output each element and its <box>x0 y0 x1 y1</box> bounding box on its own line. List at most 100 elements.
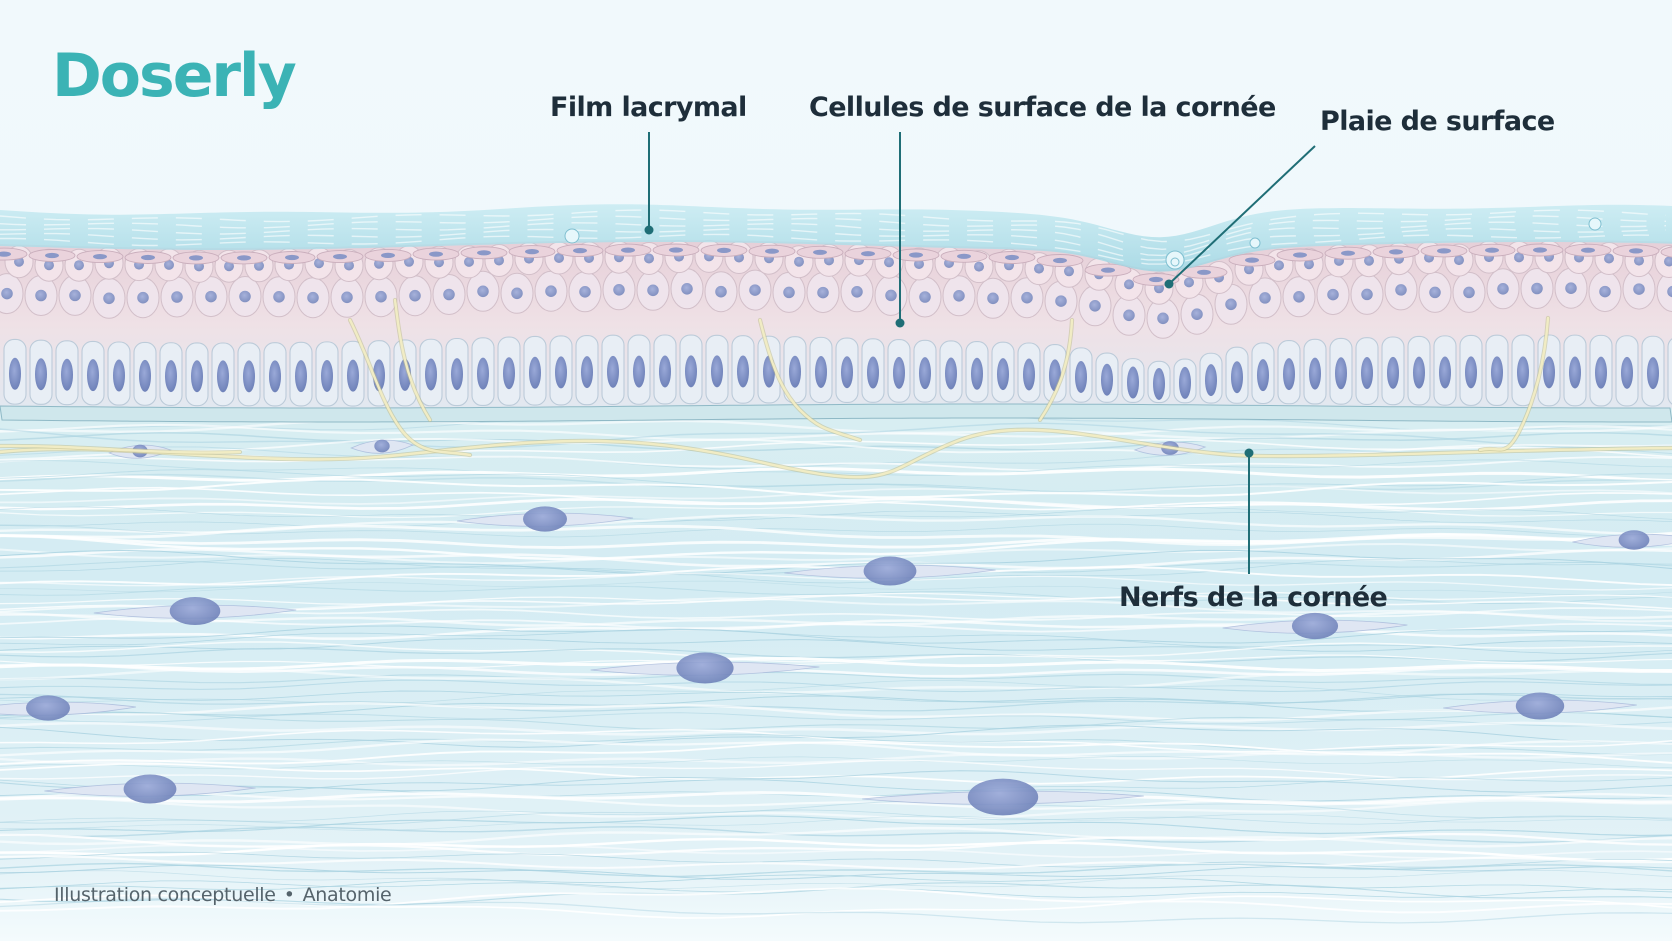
wing-cell <box>1622 268 1656 310</box>
basal-nucleus <box>1439 356 1451 389</box>
wing-nucleus <box>545 285 557 297</box>
label-surface-cells: Cellules de surface de la cornée <box>809 92 1276 123</box>
stroma-fiber <box>0 815 1672 837</box>
squamous-nucleus <box>237 255 251 261</box>
squamous-nucleus <box>669 247 683 253</box>
keratocyte-nucleus <box>26 695 70 721</box>
wing-cell <box>160 276 194 318</box>
squamous-cell <box>844 247 892 261</box>
basal-cell <box>1225 346 1249 404</box>
tear-film-highlight <box>0 221 1667 257</box>
squamous-nucleus <box>93 254 107 260</box>
wing-nucleus <box>44 260 54 271</box>
squamous-cell <box>1228 253 1276 267</box>
wing-nucleus <box>164 259 174 270</box>
stroma-fiber <box>0 485 1672 505</box>
squamous-cell <box>1516 243 1564 257</box>
wing-cell <box>126 277 160 319</box>
wing-cell <box>228 276 262 317</box>
basal-nucleus <box>685 355 697 388</box>
basal-cell <box>315 341 339 407</box>
basal-nucleus <box>139 359 151 392</box>
wing-cell <box>738 269 772 311</box>
basal-nucleus <box>893 356 905 389</box>
basal-nucleus <box>1257 359 1269 392</box>
squamous-cell <box>1084 263 1132 277</box>
basal-nucleus <box>61 358 73 391</box>
wing-nucleus <box>341 291 353 304</box>
wing-cell <box>432 274 466 315</box>
basal-cell <box>1485 334 1509 407</box>
wing-cell <box>296 277 330 319</box>
basal-nucleus <box>321 359 333 392</box>
stroma-fiber <box>0 837 1672 862</box>
wing-nucleus <box>884 257 894 268</box>
basal-cell <box>289 341 313 407</box>
stroma-fiber <box>0 557 1672 584</box>
wing-nucleus <box>1429 286 1441 299</box>
keratocyte-nucleus <box>1515 692 1565 720</box>
basal-nucleus <box>581 356 593 389</box>
basal-nucleus <box>971 357 983 390</box>
keratocyte-cell <box>350 439 414 454</box>
wing-nucleus <box>1274 260 1284 271</box>
wing-nucleus <box>885 289 897 302</box>
keratocyte-nucleus <box>523 506 567 532</box>
squamous-nucleus <box>1053 257 1067 264</box>
basal-cell <box>575 334 599 406</box>
basal-cell <box>1251 342 1275 405</box>
keratocyte-nucleus <box>1291 612 1339 640</box>
wing-nucleus <box>1021 291 1033 304</box>
basal-cell <box>1069 347 1093 403</box>
keratocyte-cell <box>93 596 297 626</box>
squamous-nucleus <box>1101 267 1115 273</box>
squamous-nucleus <box>0 251 11 257</box>
squamous-nucleus <box>1485 247 1499 253</box>
tear-film-highlight <box>0 215 1667 251</box>
wing-cell <box>1418 271 1452 313</box>
nerve-fiber <box>0 428 1672 479</box>
wing-cell <box>1248 277 1282 319</box>
wing-nucleus <box>171 291 183 303</box>
basal-nucleus <box>1647 357 1659 390</box>
wing-nucleus <box>314 258 324 269</box>
stroma-fiber <box>0 770 1672 793</box>
wing-cell <box>1282 276 1316 318</box>
nerve-fiber <box>758 318 862 442</box>
stroma-fiber <box>0 510 1672 528</box>
nerve-fibers <box>0 297 1672 480</box>
wing-nucleus <box>953 290 965 302</box>
wing-nucleus <box>137 291 149 304</box>
wing-nucleus <box>1395 284 1407 296</box>
squamous-cell <box>1324 246 1372 260</box>
wing-nucleus <box>749 284 761 296</box>
basal-cell <box>991 341 1015 403</box>
squamous-cell <box>508 245 556 259</box>
squamous-cell <box>796 245 844 259</box>
stroma-fiber <box>0 734 1672 756</box>
wing-cell <box>534 270 568 312</box>
basal-nucleus <box>477 357 489 390</box>
squamous-cell <box>268 251 316 264</box>
squamous-cell <box>124 251 172 264</box>
basal-nucleus <box>529 356 541 389</box>
wing-nucleus <box>1034 263 1044 274</box>
squamous-nucleus <box>141 254 155 261</box>
basal-cell <box>3 338 27 405</box>
stroma-fiber <box>0 469 1672 493</box>
wing-nucleus <box>239 290 251 303</box>
stroma-fiber <box>0 478 1672 499</box>
keratocyte-cell <box>784 556 996 586</box>
basal-nucleus <box>867 356 879 389</box>
keratocyte-cell <box>44 774 256 804</box>
wing-cell <box>1316 274 1350 316</box>
stroma-fiber <box>0 779 1672 802</box>
wing-nucleus <box>464 256 474 267</box>
basal-cell <box>1121 358 1145 403</box>
wing-cell <box>1520 268 1554 309</box>
basal-nucleus <box>1621 356 1633 389</box>
wing-nucleus <box>1565 282 1577 294</box>
wing-nucleus <box>205 290 217 303</box>
basal-cell <box>1303 338 1327 405</box>
basal-cell <box>1641 335 1665 407</box>
